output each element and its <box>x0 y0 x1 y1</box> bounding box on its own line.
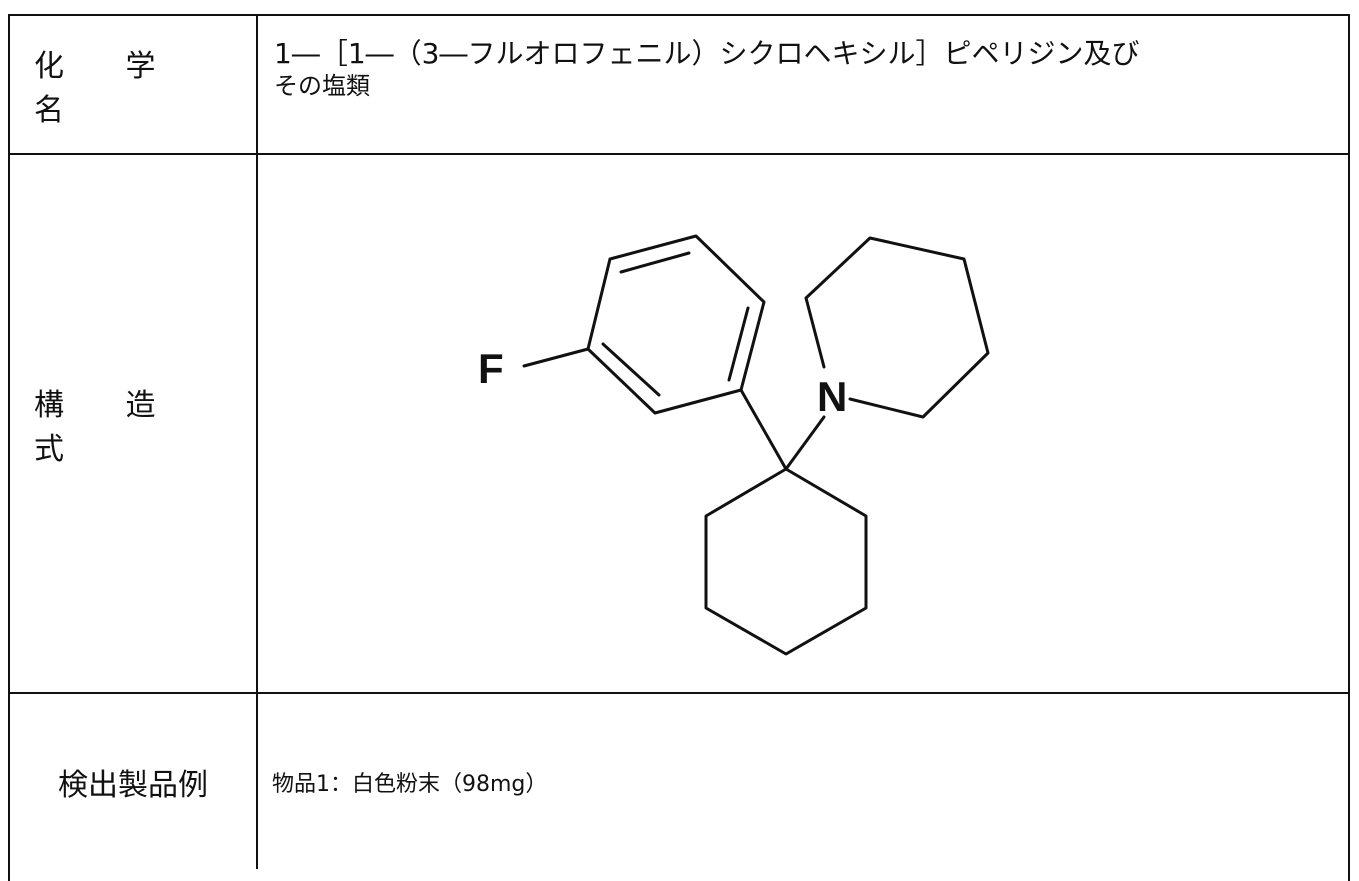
cut-off-heading <box>0 0 1359 14</box>
structure-cell: F N <box>258 155 1348 692</box>
chemical-name-value: 1―［1―（3―フルオロフェニル）シクロヘキシル］ピペリジン及び その塩類 <box>274 38 1324 102</box>
fluorine-atom-label: F <box>478 345 504 392</box>
chemical-name-line-1: 1―［1―（3―フルオロフェニル）シクロヘキシル］ピペリジン及び <box>274 37 1140 70</box>
structure-row: 構 造 式 <box>10 155 1348 694</box>
detected-products-label: 検出製品例 <box>10 694 258 869</box>
carbon-nitrogen-bond <box>784 415 826 471</box>
detected-products-row: 検出製品例 物品1：白色粉末（98mg） <box>10 694 1348 869</box>
carbon-fluorine-bond <box>522 347 590 368</box>
structure-label: 構 造 式 <box>10 155 258 692</box>
substance-info-table: 化 学 名 1―［1―（3―フルオロフェニル）シクロヘキシル］ピペリジン及び そ… <box>8 14 1350 881</box>
benzene-ring <box>586 234 766 415</box>
chemical-name-row: 化 学 名 1―［1―（3―フルオロフェニル）シクロヘキシル］ピペリジン及び そ… <box>10 16 1348 155</box>
cyclohexane-ring <box>704 467 868 656</box>
aromatic-double-bond-1 <box>619 251 691 274</box>
azepane-ring <box>804 236 990 419</box>
aromatic-double-bond-3 <box>601 342 661 397</box>
detected-product-item: 物品1：白色粉末（98mg） <box>272 771 548 797</box>
chemical-name-cell: 1―［1―（3―フルオロフェニル）シクロヘキシル］ピペリジン及び その塩類 <box>258 16 1348 153</box>
aromatic-double-bond-2 <box>727 306 750 382</box>
aryl-carbon-bond <box>739 388 788 471</box>
molecule-bonds <box>522 234 990 656</box>
detected-products-cell: 物品1：白色粉末（98mg） <box>258 694 1348 869</box>
chemical-name-label: 化 学 名 <box>10 16 258 153</box>
nitrogen-atom-label: N <box>817 373 847 420</box>
chemical-name-line-2: その塩類 <box>274 72 370 100</box>
structural-formula: F N <box>478 234 990 656</box>
